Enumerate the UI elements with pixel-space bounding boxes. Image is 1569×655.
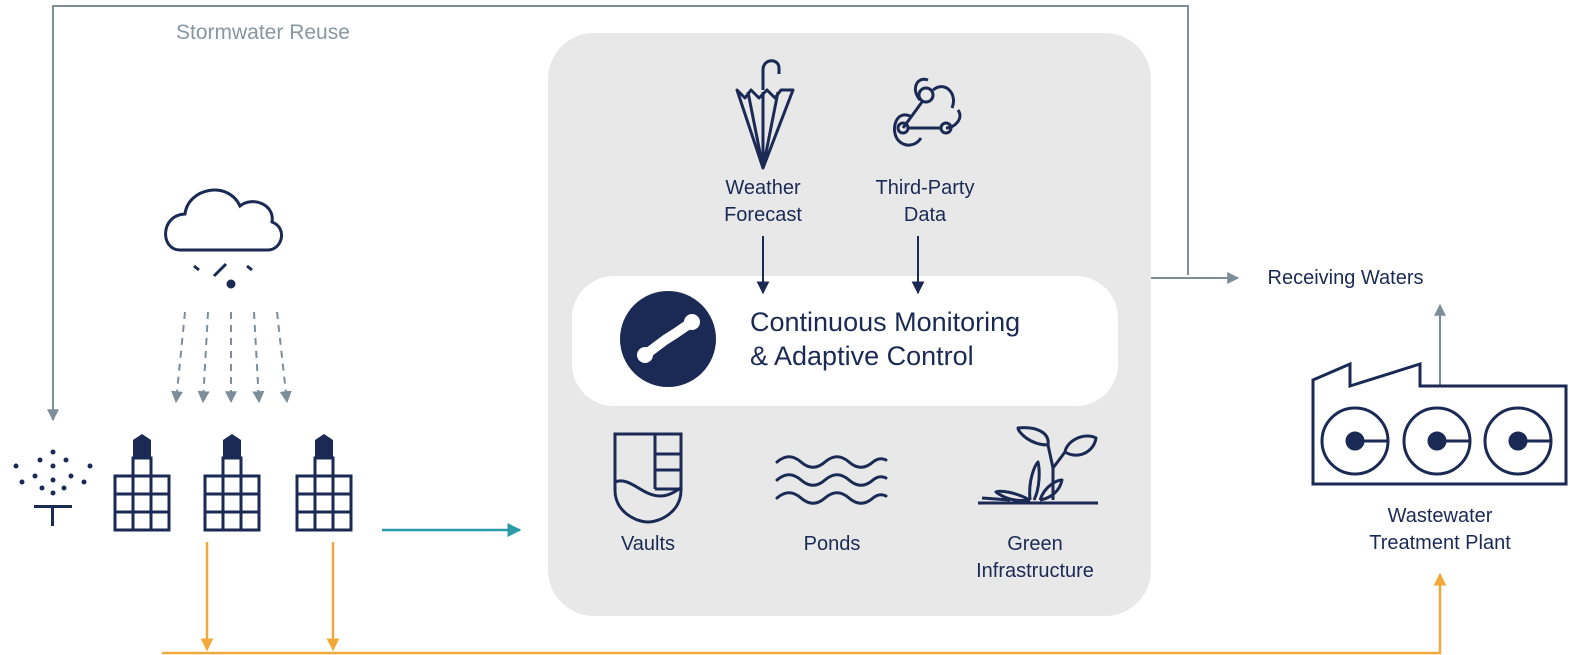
third-party-data-label: Third-Party Data: [875, 177, 975, 226]
treatment-plant-icon: [1311, 361, 1568, 486]
umbrella-icon: [735, 59, 795, 170]
sprinkler-icon: [13, 449, 93, 526]
control-box: [572, 276, 1118, 406]
weather-forecast-label: Weather Forecast: [724, 177, 802, 226]
building-icon-1: [113, 432, 171, 532]
control-title-line2: & Adaptive Control: [750, 341, 974, 371]
ponds-icon: [775, 455, 888, 505]
wastewater-plant-label: Wastewater Treatment Plant: [1369, 505, 1511, 554]
monitoring-logo-icon: [620, 291, 716, 387]
stormwater-reuse-label: Stormwater Reuse: [176, 21, 350, 44]
rain-arrows: [171, 311, 292, 404]
green-infrastructure-label: Green Infrastructure: [976, 533, 1094, 582]
ponds-label: Ponds: [803, 533, 861, 555]
vault-icon: [613, 432, 683, 524]
rain-cloud-icon: [164, 188, 283, 289]
vaults-label: Vaults: [620, 533, 676, 555]
stormwater-reuse-line: [47, 5, 1189, 422]
building-icon-3: [295, 432, 353, 532]
control-title: Continuous Monitoring & Adaptive Control: [750, 305, 1020, 373]
webhook-icon: [893, 77, 962, 147]
receiving-waters-label: Receiving Waters: [1267, 267, 1424, 289]
control-title-line1: Continuous Monitoring: [750, 307, 1021, 337]
sewer-flow-line: [162, 572, 1447, 655]
building-icon-2: [203, 432, 261, 532]
plant-icon: [978, 426, 1098, 505]
